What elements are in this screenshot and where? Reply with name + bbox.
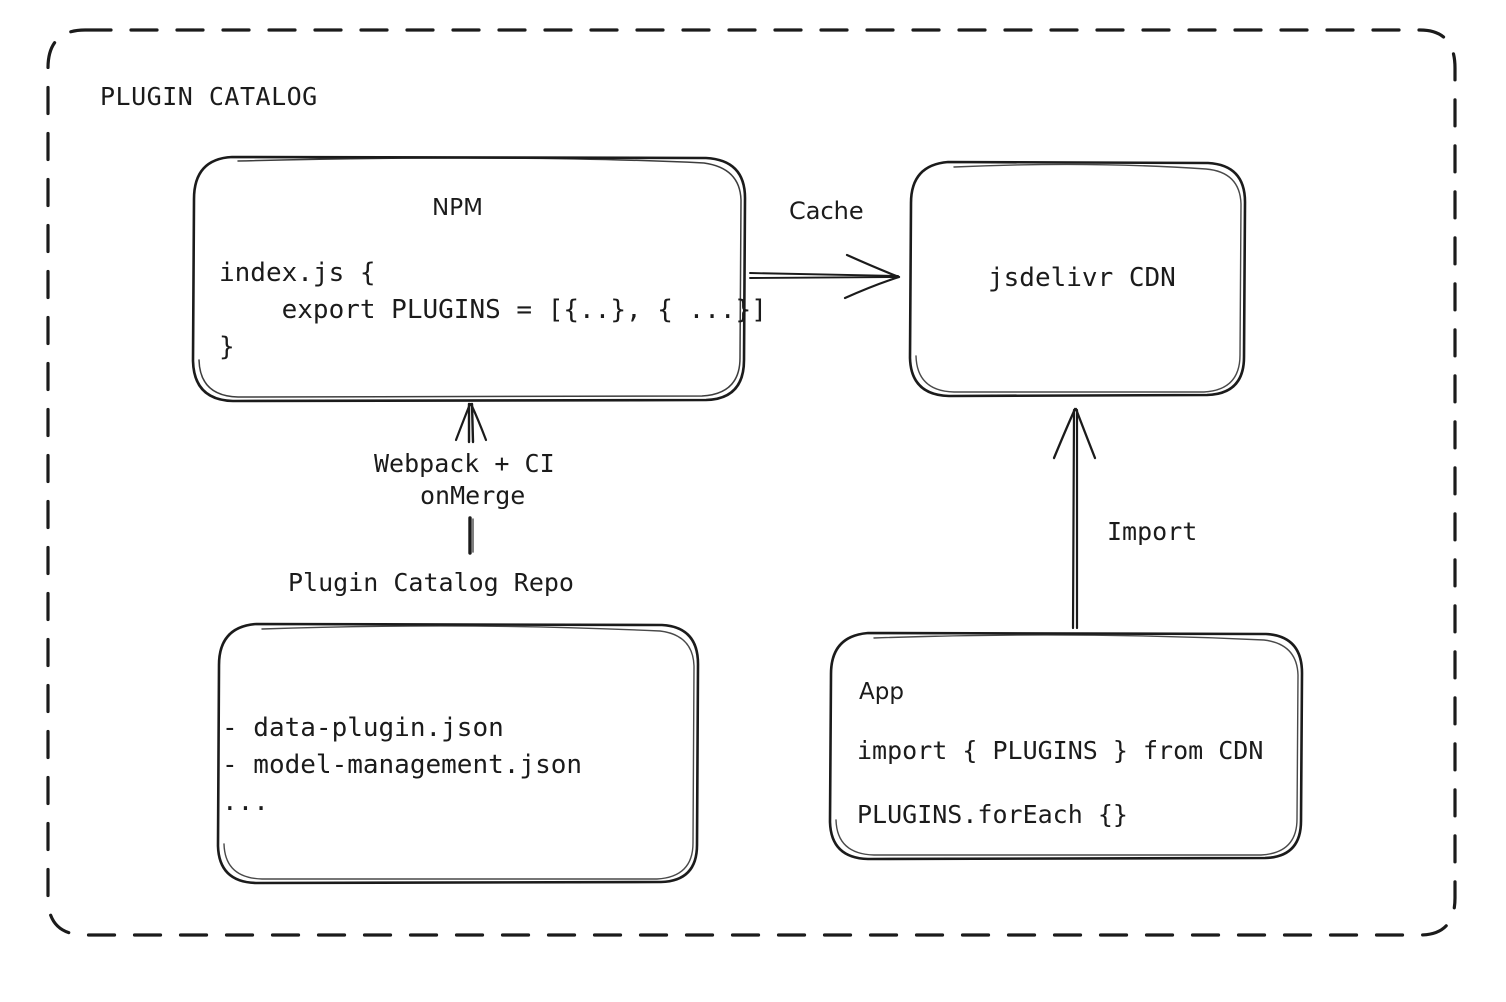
build-arrow: [454, 402, 488, 555]
app-code-foreach: PLUGINS.forEach {}: [857, 800, 1128, 829]
diagram-title: PLUGIN CATALOG: [100, 82, 318, 111]
app-node-title: App: [859, 679, 904, 705]
npm-node-title: NPM: [432, 195, 483, 221]
npm-code-block: index.js { export PLUGINS = [{..}, { ...…: [219, 258, 767, 362]
cache-arrow: [749, 253, 901, 300]
build-edge-label-line1: Webpack + CI: [374, 449, 555, 478]
repo-file-list: - data-plugin.json - model-management.js…: [222, 713, 583, 817]
import-arrow: [1052, 407, 1097, 630]
build-edge-label-line2: onMerge: [420, 481, 526, 510]
cdn-node-title: jsdelivr CDN: [988, 263, 1176, 293]
app-code-import: import { PLUGINS } from CDN: [857, 736, 1264, 765]
cache-edge-label: Cache: [789, 197, 864, 225]
repo-node-label: Plugin Catalog Repo: [288, 568, 574, 597]
import-edge-label: Import: [1107, 517, 1198, 546]
